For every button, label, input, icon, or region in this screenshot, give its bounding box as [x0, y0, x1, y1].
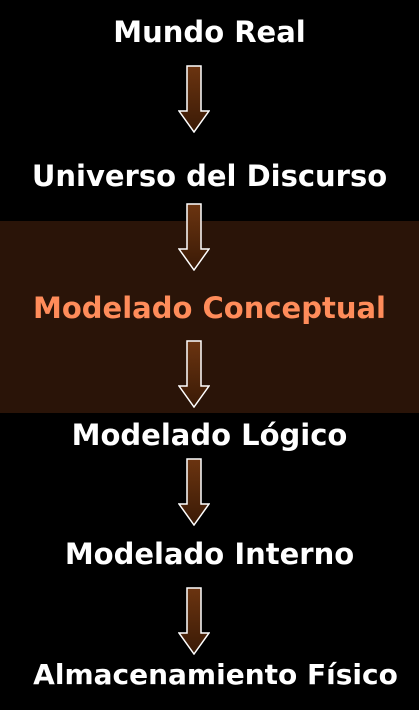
down-arrow-icon [178, 458, 210, 526]
stage-modelado-logico: Modelado Lógico [71, 418, 348, 452]
down-arrow-icon [178, 65, 210, 133]
stage-mundo-real: Mundo Real [113, 15, 306, 49]
stage-modelado-conceptual: Modelado Conceptual [33, 291, 386, 325]
stage-modelado-interno: Modelado Interno [64, 537, 355, 571]
stage-almacenamiento-fisico: Almacenamiento Físico [33, 658, 398, 691]
down-arrow-icon [178, 587, 210, 655]
highlight-band [0, 221, 419, 413]
down-arrow-icon [178, 340, 210, 408]
down-arrow-icon [178, 203, 210, 271]
stage-universo-del-discurso: Universo del Discurso [31, 159, 388, 193]
